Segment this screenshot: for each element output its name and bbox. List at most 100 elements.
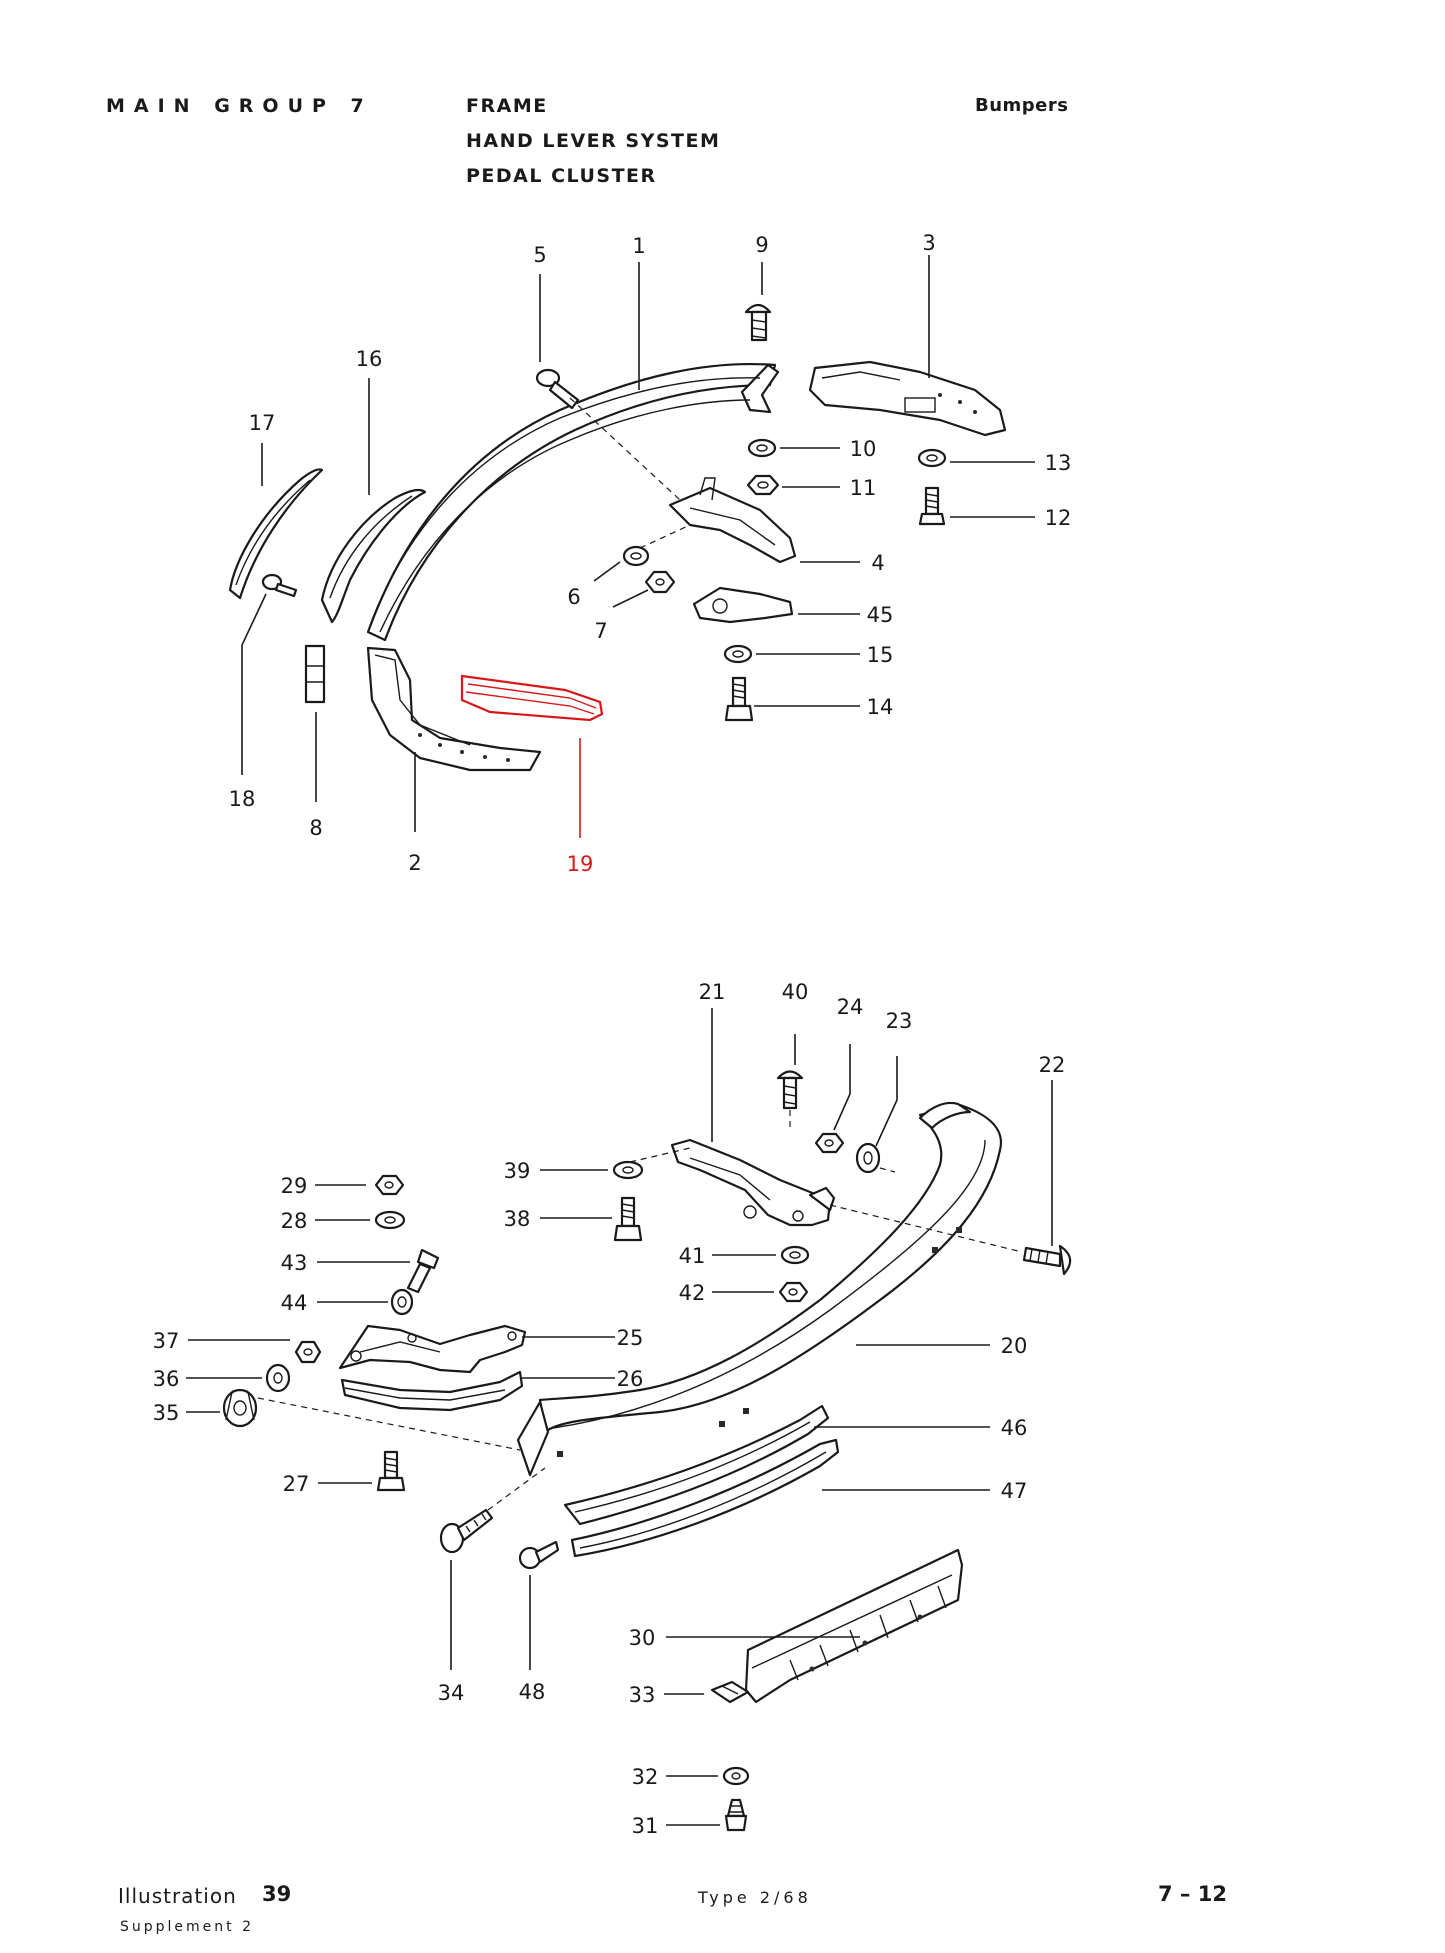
support-plate[interactable] (692, 586, 794, 624)
page-number: 7 – 12 (1158, 1882, 1227, 1906)
callout-43: 43 (281, 1251, 308, 1275)
callout-31: 31 (632, 1814, 659, 1838)
washer-41[interactable] (780, 1245, 810, 1265)
callout-4: 4 (871, 551, 884, 575)
callout-26: 26 (617, 1367, 644, 1391)
carriage-bolt-5[interactable] (535, 368, 580, 410)
front-bumper-end-piece[interactable] (366, 646, 542, 772)
callout-13: 13 (1045, 451, 1072, 475)
bolt-14[interactable] (724, 676, 754, 722)
bolt-12[interactable] (918, 486, 946, 526)
callout-32: 32 (632, 1765, 659, 1789)
callout-23: 23 (886, 1009, 913, 1033)
callout-5: 5 (533, 243, 546, 267)
callout-47: 47 (1001, 1479, 1028, 1503)
callout-1: 1 (632, 234, 645, 258)
callout-14: 14 (867, 695, 894, 719)
callout-24: 24 (837, 995, 864, 1019)
rubber-strip-47[interactable] (570, 1438, 840, 1558)
clip-8[interactable] (304, 644, 326, 704)
washer-36[interactable] (265, 1363, 291, 1393)
assembly-line-buffer (257, 1397, 521, 1451)
callout-22: 22 (1039, 1053, 1066, 1077)
rubber-buffer-35[interactable] (222, 1388, 258, 1428)
illustration-label: Illustration (118, 1884, 237, 1908)
hex-nut-29[interactable] (374, 1174, 405, 1196)
rear-end-bracket[interactable] (338, 1324, 527, 1374)
callout-17: 17 (249, 411, 276, 435)
hex-nut-24[interactable] (814, 1132, 845, 1154)
callout-38: 38 (504, 1207, 531, 1231)
assembly-line-bracket (639, 524, 691, 549)
rear-seal-strip-26[interactable] (340, 1370, 524, 1412)
lower-valance-30[interactable] (744, 1548, 964, 1704)
callout-27: 27 (283, 1472, 310, 1496)
callout-33: 33 (629, 1683, 656, 1707)
bolt-43[interactable] (406, 1248, 440, 1294)
callout-25: 25 (617, 1326, 644, 1350)
callout-19-highlighted: 19 (567, 852, 594, 876)
callout-28: 28 (281, 1209, 308, 1233)
screw-31[interactable] (724, 1798, 748, 1832)
callout-46: 46 (1001, 1416, 1028, 1440)
hex-nut-11[interactable] (746, 474, 780, 496)
moulding-strip-46[interactable] (563, 1404, 830, 1526)
callout-29: 29 (281, 1174, 308, 1198)
washer-28[interactable] (374, 1210, 406, 1230)
screw-18[interactable] (261, 573, 298, 598)
callout-11: 11 (850, 476, 877, 500)
hex-nut-7[interactable] (644, 570, 676, 594)
bumper-support-bracket[interactable] (668, 477, 797, 564)
carriage-bolt-34[interactable] (439, 1508, 494, 1554)
screw-48[interactable] (518, 1540, 560, 1570)
callout-18: 18 (229, 787, 256, 811)
bolt-27[interactable] (376, 1450, 406, 1492)
washer-44[interactable] (390, 1288, 414, 1316)
bolt-38[interactable] (613, 1196, 643, 1242)
assembly-line-bolt34 (487, 1467, 546, 1511)
type-label: Type 2/68 (698, 1888, 812, 1907)
callout-numbers: 1 2 3 4 5 6 7 8 9 10 11 12 13 14 15 16 1… (153, 231, 1072, 1838)
hex-nut-42[interactable] (778, 1281, 809, 1303)
washer-6[interactable] (622, 545, 650, 567)
callout-42: 42 (679, 1281, 706, 1305)
washer-39[interactable] (612, 1160, 644, 1180)
callout-7: 7 (594, 619, 607, 643)
carriage-bolt-9[interactable] (744, 303, 772, 342)
callout-8: 8 (309, 816, 322, 840)
callout-37: 37 (153, 1329, 180, 1353)
callout-36: 36 (153, 1367, 180, 1391)
callout-12: 12 (1045, 506, 1072, 530)
callout-40: 40 (782, 980, 809, 1004)
speed-nut-33[interactable] (710, 1680, 750, 1704)
rubber-insert-19-highlighted[interactable] (460, 674, 604, 722)
callout-35: 35 (153, 1401, 180, 1425)
hex-nut-37[interactable] (294, 1340, 322, 1364)
supplement-label: Supplement 2 (120, 1919, 255, 1935)
callout-9: 9 (755, 233, 768, 257)
seal-strip-16[interactable] (320, 488, 427, 624)
rear-bumper-bracket[interactable] (670, 1138, 836, 1227)
washer-13[interactable] (917, 448, 947, 468)
moulding-strip-17[interactable] (228, 468, 324, 600)
callout-6: 6 (567, 585, 580, 609)
washer-10[interactable] (747, 438, 777, 458)
title-frame: FRAME (466, 95, 548, 117)
assembly-line-washer23 (879, 1167, 896, 1173)
washer-23[interactable] (855, 1142, 881, 1174)
assembly-line-bolt5 (569, 397, 681, 501)
section-title: Bumpers (975, 95, 1069, 116)
washer-32[interactable] (722, 1766, 750, 1786)
callout-45: 45 (867, 603, 894, 627)
callout-34: 34 (438, 1681, 465, 1705)
bolt-40[interactable] (776, 1070, 804, 1110)
carriage-bolt-22[interactable] (1022, 1244, 1072, 1276)
rear-bumper-blade[interactable] (516, 1101, 1003, 1477)
front-bumper-blade[interactable] (366, 362, 780, 642)
callout-2: 2 (408, 851, 421, 875)
washer-15[interactable] (723, 644, 753, 664)
callout-41: 41 (679, 1244, 706, 1268)
bumper-bracket[interactable] (808, 360, 1007, 437)
